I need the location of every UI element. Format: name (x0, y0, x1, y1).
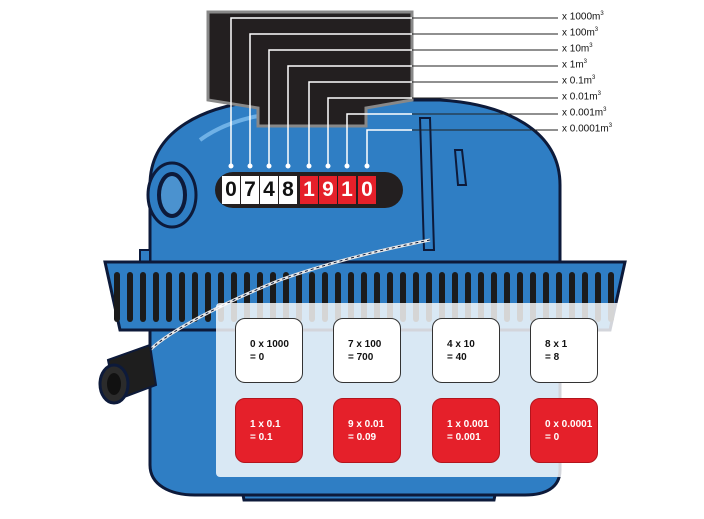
calculation-result: = 0.1 (250, 431, 273, 443)
multiplier-label: x 1000m3 (562, 11, 604, 23)
meter-digit: 1 (300, 176, 318, 204)
leader-line (327, 97, 412, 166)
leader-dot (247, 163, 253, 169)
multiplier-label: x 0.0001m3 (562, 123, 613, 135)
calculation-expression: 1 x 0.001 (447, 418, 489, 430)
multiplier-label: x 1m3 (562, 59, 588, 71)
leader-line (287, 65, 412, 166)
calculation-card: 1 x 0.1= 0.1 (235, 398, 303, 463)
oval-window (157, 172, 187, 218)
calculation-expression: 4 x 10 (447, 338, 475, 350)
multiplier-label: x 100m3 (562, 27, 599, 39)
calculation-result: = 700 (348, 351, 374, 363)
multiplier-label: x 0.01m3 (562, 91, 601, 103)
calculation-expression: 8 x 1 (545, 338, 568, 350)
meter-digit: 1 (338, 176, 356, 204)
leader-line (268, 49, 412, 166)
multiplier-label: x 10m3 (562, 43, 593, 55)
calculation-result: = 0.001 (447, 431, 481, 443)
leader-dot (306, 163, 312, 169)
calculation-card: 7 x 100= 700 (333, 318, 401, 383)
multiplier-label: x 0.1m3 (562, 75, 596, 87)
multiplier-label: x 0.001m3 (562, 107, 607, 119)
leader-line (308, 81, 412, 166)
meter-digit: 4 (260, 176, 278, 204)
ring-rib (140, 272, 146, 322)
leader-dots (228, 163, 370, 169)
calculation-result: = 40 (447, 351, 467, 363)
ring-rib (179, 272, 185, 322)
calculation-expression: 9 x 0.01 (348, 418, 385, 430)
calculation-card: 0 x 1000= 0 (235, 318, 303, 383)
calculation-card: 8 x 1= 8 (530, 318, 598, 383)
leader-dot (344, 163, 350, 169)
calculation-card: 0 x 0.0001= 0 (530, 398, 598, 463)
calculation-result: = 0 (545, 431, 560, 443)
meter-digit: 9 (319, 176, 337, 204)
calculation-expression: 0 x 0.0001 (545, 418, 593, 430)
meter-digit: 0 (358, 176, 376, 204)
calculation-card: 1 x 0.001= 0.001 (432, 398, 500, 463)
leader-lines (230, 17, 412, 166)
meter-digit: 7 (241, 176, 259, 204)
side-pipe (418, 117, 436, 251)
calculation-card: 9 x 0.01= 0.09 (333, 398, 401, 463)
meter-digit: 8 (279, 176, 297, 204)
ring-rib (127, 272, 133, 322)
ring-rib (114, 272, 120, 322)
leader-dot (228, 163, 234, 169)
meter-digit: 0 (222, 176, 240, 204)
leader-line (230, 17, 412, 166)
ring-rib (205, 272, 211, 322)
leader-dot (266, 163, 272, 169)
ring-rib (192, 272, 198, 322)
ring-rib (153, 272, 159, 322)
leader-dot (325, 163, 331, 169)
calculation-expression: 7 x 100 (348, 338, 382, 350)
calculation-result: = 0.09 (348, 431, 377, 443)
calculation-expression: 0 x 1000 (250, 338, 289, 350)
leader-dot (285, 163, 291, 169)
calculation-result: = 8 (545, 351, 560, 363)
leader-dot (364, 163, 370, 169)
calculation-result: = 0 (250, 351, 265, 363)
ring-rib (166, 272, 172, 322)
leader-line (249, 33, 412, 166)
leader-line (366, 129, 412, 166)
leader-line (346, 113, 412, 166)
calculation-card: 4 x 10= 40 (432, 318, 500, 383)
leader-lines-outside (412, 17, 558, 131)
calculation-expression: 1 x 0.1 (250, 418, 281, 430)
